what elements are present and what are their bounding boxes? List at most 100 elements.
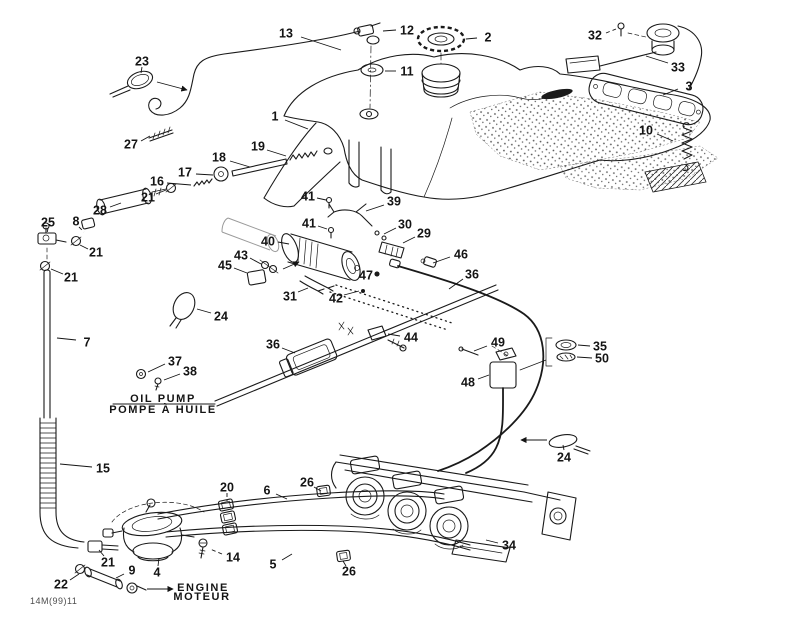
part-number-25: 25 (41, 216, 55, 230)
filler-cap-group (353, 22, 466, 109)
leader-line-9 (115, 573, 125, 579)
part-number-23: 23 (135, 55, 149, 69)
hatched-pad (644, 161, 707, 193)
part-number-39: 39 (387, 195, 401, 209)
cable-adjuster (96, 187, 167, 216)
part-number-47: 47 (359, 269, 373, 283)
hose-clamp-bracket (338, 321, 407, 352)
short-hose (84, 566, 123, 590)
part-number-45: 45 (218, 259, 232, 273)
leader-line-4 (157, 557, 160, 567)
sender-wire (677, 25, 703, 90)
cable-return-spring (289, 150, 318, 161)
leader-line-21 (50, 268, 64, 275)
leader-line-14 (209, 548, 223, 555)
banjo-cluster (259, 259, 279, 274)
part-number-32: 32 (588, 29, 602, 43)
retainer-ring-lower (548, 434, 591, 455)
part-number-36: 36 (465, 268, 479, 282)
leader-line-29 (402, 236, 416, 244)
filler-neck (421, 72, 461, 98)
part-number-27: 27 (124, 138, 138, 152)
part-number-24: 24 (557, 451, 571, 465)
leader-line-6 (275, 493, 288, 500)
part-number-11: 11 (400, 65, 413, 79)
fuel-sender-flange (646, 23, 680, 43)
leader-line-37 (147, 363, 166, 373)
part-number-7: 7 (84, 336, 91, 350)
leader-line-21 (155, 189, 167, 195)
part-number-41: 41 (302, 217, 316, 231)
small-screws (374, 230, 387, 241)
pin-dot (361, 289, 365, 293)
cable-hole (323, 147, 333, 155)
part-number-1: 1 (272, 110, 279, 124)
leader-line-21 (98, 549, 105, 557)
part-number-10: 10 (639, 124, 653, 138)
washer-35-hole (560, 342, 572, 348)
banjo-elbow (37, 222, 67, 245)
leader-line-49 (473, 345, 488, 352)
leader-line-31 (297, 287, 309, 293)
cable-housing (231, 158, 288, 177)
leader-line-17 (195, 173, 214, 176)
washer-50 (556, 352, 576, 362)
leader-line-35 (577, 344, 591, 347)
part-number-13: 13 (279, 27, 293, 41)
cable-36-group (389, 258, 545, 472)
washer-50-hatch (559, 354, 573, 360)
dotted-guide-lines (329, 284, 453, 331)
pump-cable-group (37, 150, 318, 553)
hose-clamp-26-lower (336, 549, 351, 563)
leader-line-12 (382, 29, 397, 32)
pump-wires (299, 275, 335, 295)
oil-supply-hose (214, 284, 499, 407)
hose-clamp-mid (70, 235, 82, 247)
vent-hose (148, 30, 361, 116)
check-valve-block (246, 269, 267, 286)
part-number-35: 35 (593, 340, 607, 354)
sender-base (651, 44, 675, 56)
arrows-layer (147, 81, 547, 593)
leader-line-34 (485, 539, 499, 544)
vent-boss (359, 108, 379, 120)
part-number-44: 44 (404, 331, 418, 345)
part-number-9: 9 (129, 564, 136, 578)
leader-line-36 (281, 347, 296, 354)
tank-left-wing (263, 122, 341, 208)
leader-line-10 (656, 133, 674, 142)
clamp-tail (109, 85, 131, 98)
fuel-sender-group (565, 22, 704, 172)
part-number-26: 26 (300, 476, 314, 490)
pump-cable (397, 265, 545, 472)
lever-screw-upper (325, 196, 333, 209)
part-number-19: 19 (251, 140, 265, 154)
grommet (360, 63, 384, 77)
part-number-22: 22 (54, 578, 68, 592)
pin-head (458, 346, 464, 352)
fuel-pump-body (102, 498, 195, 562)
leader-line-24 (562, 444, 565, 451)
oil-pump-label-fr: POMPE À HUILE (109, 403, 217, 416)
part-number-21: 21 (64, 271, 78, 285)
leader-line-41 (317, 225, 328, 230)
leader-line-19 (266, 149, 287, 157)
tank-outline (283, 53, 711, 200)
fuel-hoses-group (157, 484, 471, 563)
small-spring (193, 178, 213, 187)
part-number-24: 24 (214, 310, 228, 324)
lever-screw-lower (327, 226, 335, 239)
leader-line-33 (645, 55, 669, 64)
hose-clamp-ring (126, 70, 154, 90)
connector-block (378, 241, 405, 259)
leader-line-3 (662, 88, 679, 96)
fuel-cap-top (427, 32, 455, 46)
leader-line-39 (365, 204, 385, 212)
hose-clamp-22 (74, 563, 86, 575)
part-number-50: 50 (595, 352, 609, 366)
leader-line-24 (196, 308, 212, 314)
solenoid-wire (465, 387, 504, 474)
carburetor-2 (387, 470, 427, 535)
leader-line-28 (109, 202, 122, 208)
leader-line-18 (229, 160, 251, 168)
